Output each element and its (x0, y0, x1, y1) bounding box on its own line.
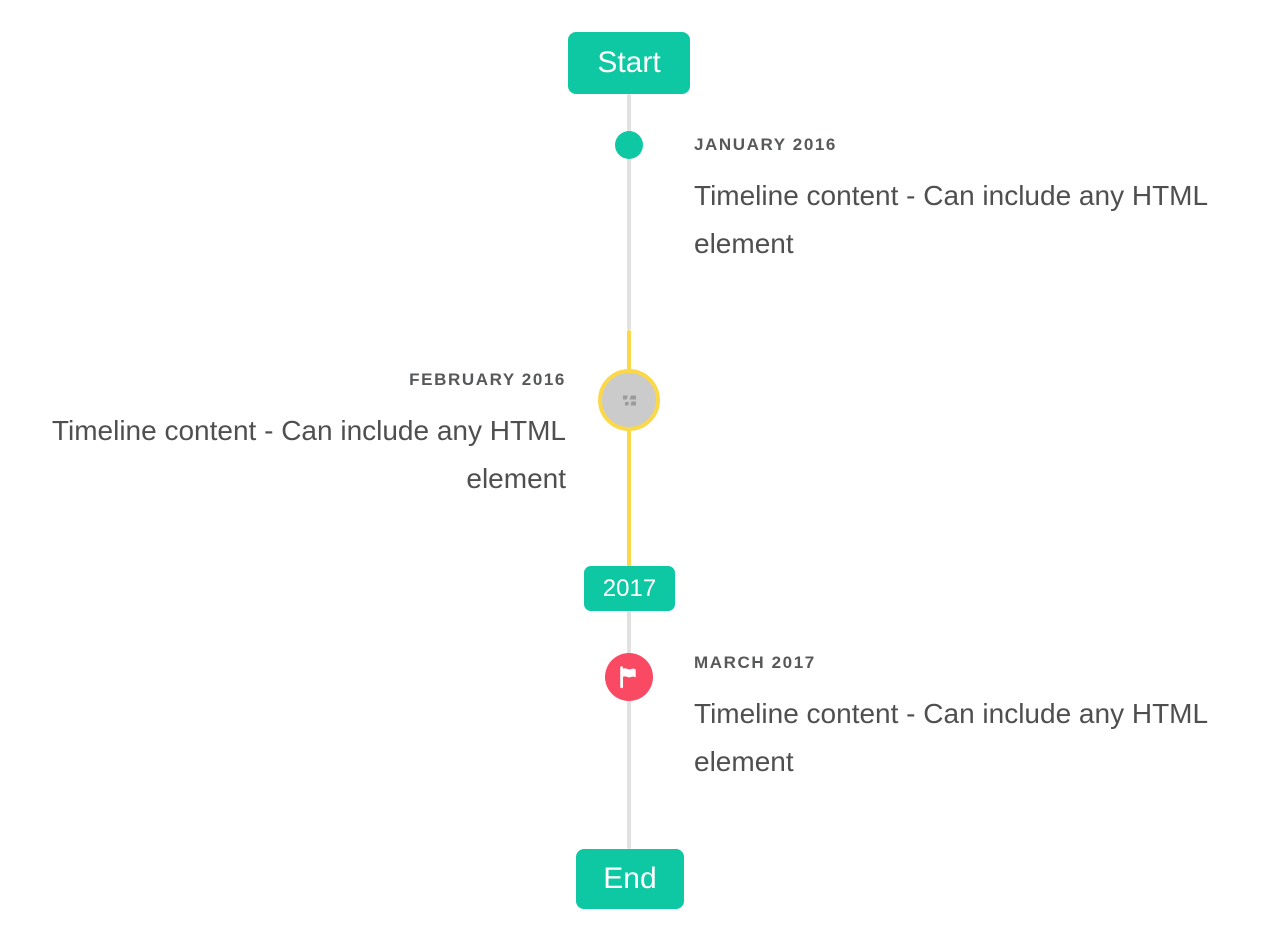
item-content-text: Timeline content - Can include any HTML … (694, 180, 1208, 259)
item-content-text: Timeline content - Can include any HTML … (694, 698, 1208, 777)
march-flag-marker (605, 653, 653, 701)
flag-icon (616, 664, 642, 690)
item-date-label: FEBRUARY 2016 (409, 370, 566, 389)
end-badge[interactable]: End (576, 849, 684, 909)
january-dot-marker (615, 131, 643, 159)
item-date-label: MARCH 2017 (694, 653, 816, 672)
february-image-marker (598, 369, 660, 431)
item-date-label: JANUARY 2016 (694, 135, 837, 154)
timeline-item-march-2017: MARCH 2017 Timeline content - Can includ… (694, 651, 1224, 786)
broken-image-icon (622, 394, 637, 407)
timeline-line-segment-top (627, 94, 631, 330)
timeline-item-february-2016: FEBRUARY 2016 Timeline content - Can inc… (36, 368, 566, 503)
timeline-item-january-2016: JANUARY 2016 Timeline content - Can incl… (694, 133, 1224, 268)
timeline-line-segment-highlight (627, 330, 631, 567)
item-content-text: Timeline content - Can include any HTML … (51, 415, 566, 494)
timeline-line-segment-bottom (627, 611, 631, 849)
start-badge[interactable]: Start (568, 32, 690, 94)
year-2017-badge[interactable]: 2017 (584, 566, 675, 611)
